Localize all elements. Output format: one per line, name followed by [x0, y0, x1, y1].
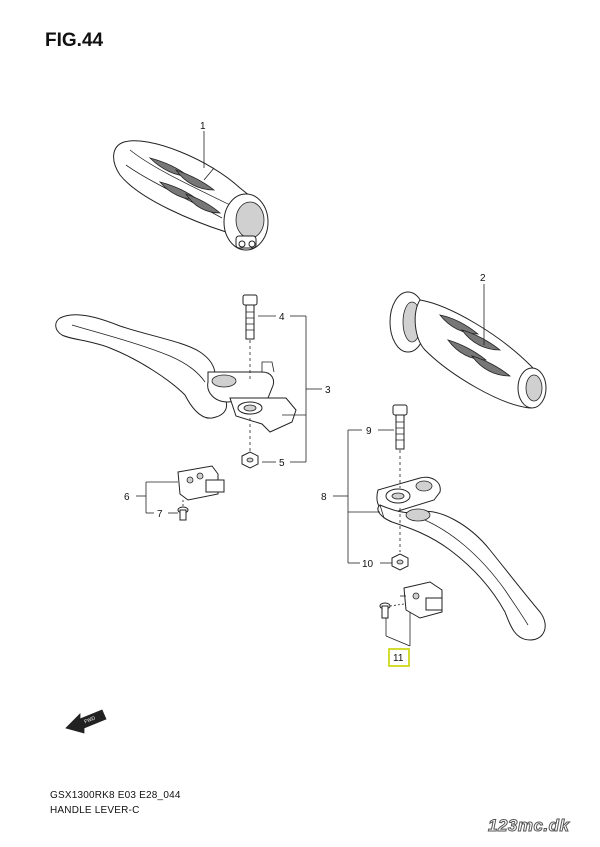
bolt-4[interactable] [242, 294, 258, 380]
callout-11-highlight [388, 648, 410, 667]
callout-labels: 1 2 3 4 5 6 7 8 9 10 11 [124, 121, 486, 667]
clutch-lever[interactable] [55, 314, 297, 433]
callout-1[interactable]: 1 [200, 121, 206, 132]
callout-10[interactable]: 10 [362, 559, 374, 570]
callout-2[interactable]: 2 [480, 273, 486, 284]
brake-switch[interactable] [379, 581, 443, 619]
nut-10[interactable] [391, 508, 409, 571]
left-grip[interactable] [113, 140, 269, 251]
figure-title: FIG.44 [45, 30, 104, 51]
watermark: 123mc.dk [488, 816, 570, 836]
callout-4[interactable]: 4 [279, 312, 285, 323]
brake-lever[interactable] [376, 476, 546, 641]
screw-7[interactable] [177, 500, 189, 521]
callout-6[interactable]: 6 [124, 492, 130, 503]
callout-8[interactable]: 8 [321, 492, 327, 503]
fwd-label: FWD [84, 715, 97, 725]
model-code: GSX1300RK8 E03 E28_044 [50, 790, 181, 801]
clutch-switch[interactable] [177, 465, 225, 501]
nut-5[interactable] [241, 418, 259, 469]
leader-lines [136, 131, 485, 647]
fwd-arrow-icon: FWD [65, 709, 107, 734]
right-grip[interactable] [389, 291, 547, 409]
callout-5[interactable]: 5 [279, 458, 285, 469]
callout-11[interactable]: 11 [393, 653, 404, 664]
callout-7[interactable]: 7 [157, 509, 163, 520]
bolt-9[interactable] [392, 404, 408, 488]
callout-3[interactable]: 3 [325, 385, 331, 396]
callout-9[interactable]: 9 [366, 426, 372, 437]
diagram-name: HANDLE LEVER-C [50, 805, 140, 816]
